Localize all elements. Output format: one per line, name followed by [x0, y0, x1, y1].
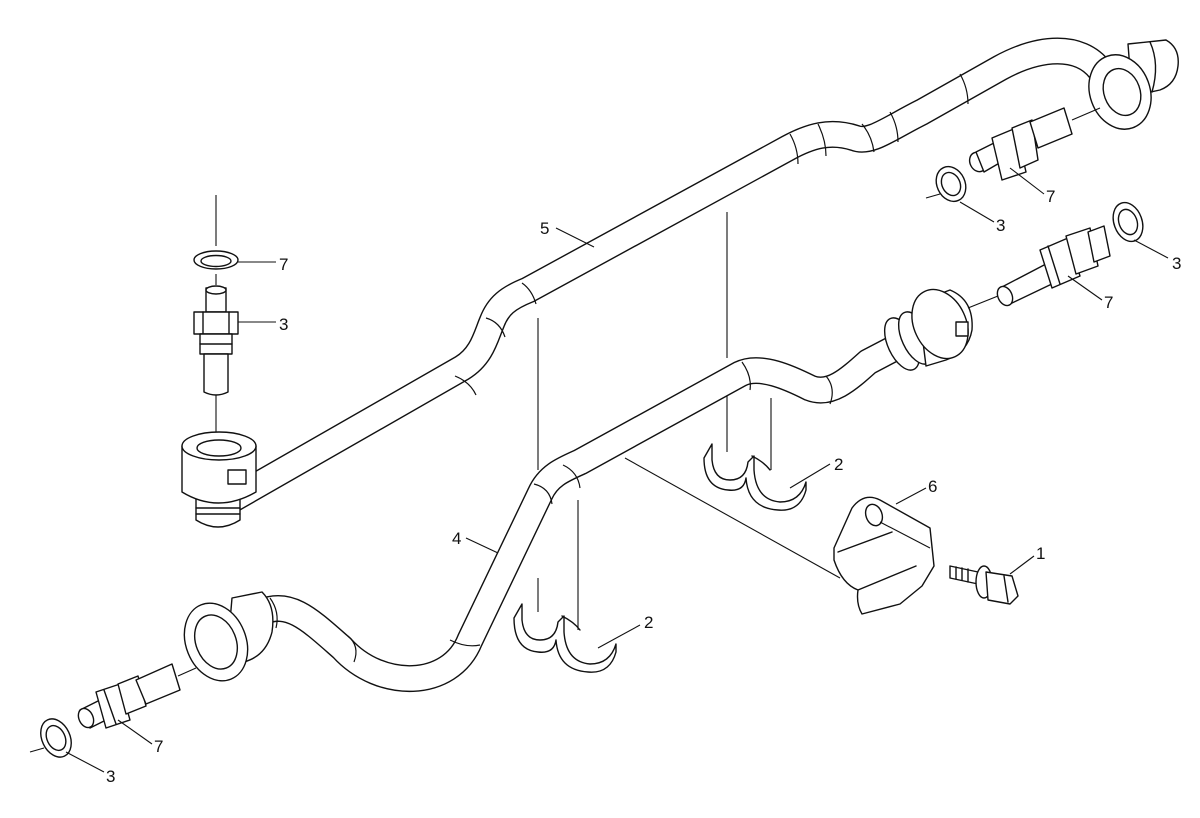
pipe-4	[248, 326, 924, 692]
callout-6: 6	[928, 477, 937, 496]
callout-leaders	[65, 167, 1169, 773]
callout-7-right: 7	[1104, 293, 1113, 312]
callout-4: 4	[452, 529, 461, 548]
clip-upper	[703, 443, 807, 511]
callout-2-upper: 2	[834, 455, 843, 474]
callout-3-left: 3	[279, 315, 288, 334]
bolt	[949, 565, 1019, 605]
callout-7-left: 7	[279, 255, 288, 274]
reference-lines	[215, 195, 841, 630]
callout-3-right: 3	[1172, 254, 1181, 273]
clip-lower	[513, 603, 617, 673]
callout-labels: 1 2 2 3 3 3 3 4 5 6 7 7 7 7	[106, 187, 1181, 786]
pipe-4-left-nut	[183, 591, 274, 682]
pipe-5-right-nut	[1088, 39, 1179, 130]
callout-1: 1	[1036, 544, 1045, 563]
pipe-4-right-nut	[883, 288, 973, 371]
right-upper-adapter	[925, 107, 1101, 203]
right-middle-adapter	[967, 201, 1144, 309]
left-adapter-stack	[193, 250, 239, 396]
callout-7-bottom-left: 7	[154, 737, 163, 756]
callout-2-lower: 2	[644, 613, 653, 632]
pipe-5-left-nut	[181, 431, 257, 528]
pipe-5	[214, 37, 1114, 516]
callout-3-bottom-left: 3	[106, 767, 115, 786]
callout-5: 5	[540, 219, 549, 238]
left-lower-adapter	[29, 663, 197, 758]
bracket	[833, 496, 935, 615]
callout-7-top-right: 7	[1046, 187, 1055, 206]
callout-3-top-right: 3	[996, 216, 1005, 235]
